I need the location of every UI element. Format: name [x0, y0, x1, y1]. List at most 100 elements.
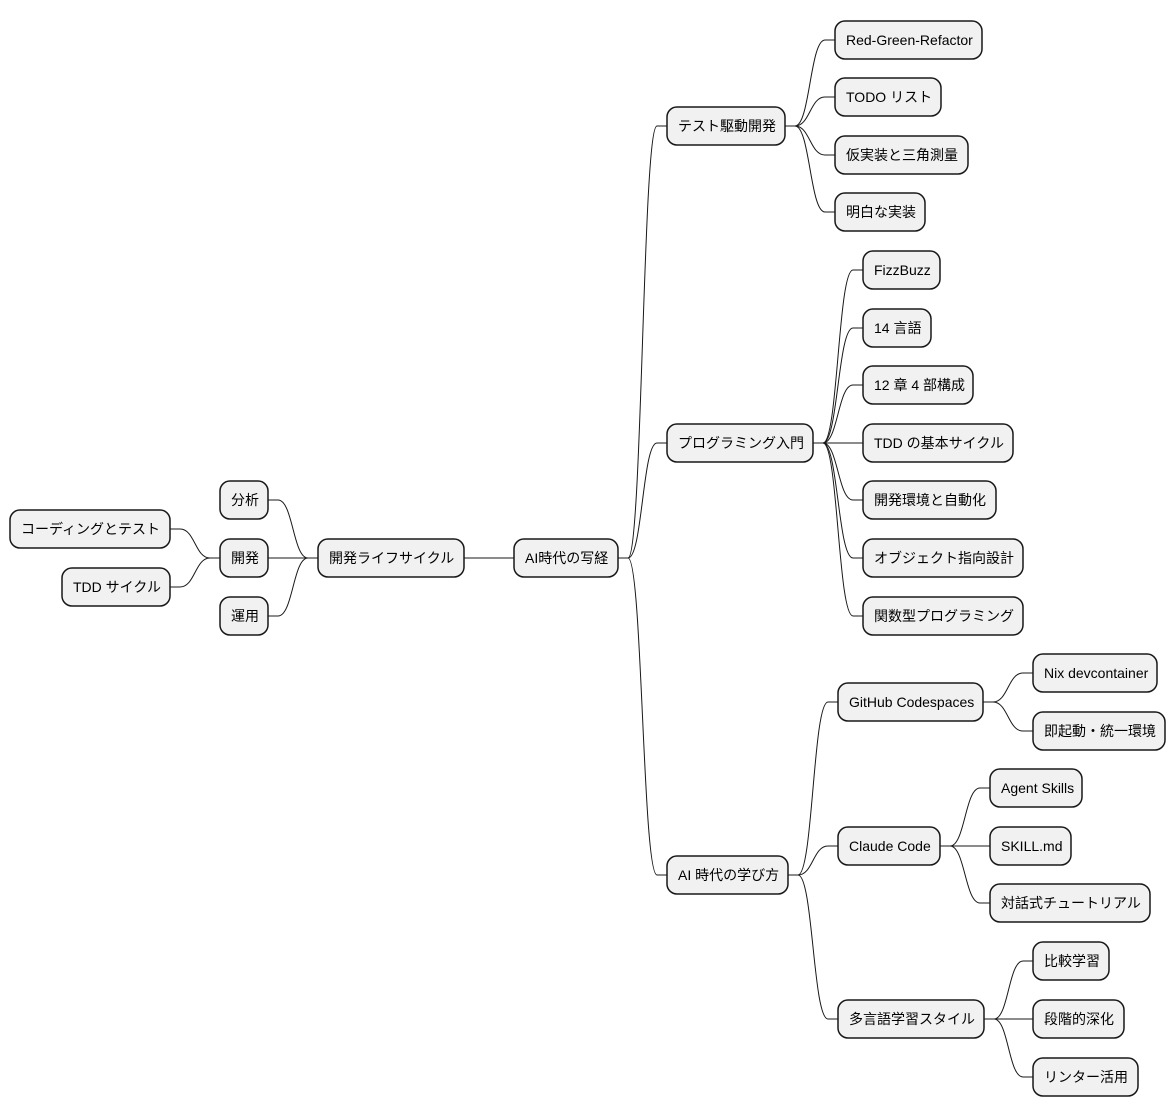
mindmap-node: 開発	[219, 538, 269, 578]
mindmap-edge	[813, 269, 863, 444]
mindmap-node: 多言語学習スタイル	[837, 999, 985, 1039]
node-box	[989, 883, 1151, 923]
mindmap-node: 比較学習	[1032, 941, 1110, 981]
node-box	[1032, 653, 1158, 693]
mindmap-node: リンター活用	[1032, 1057, 1139, 1097]
node-box	[1032, 999, 1125, 1039]
node-box	[862, 423, 1014, 463]
mindmap-edge	[983, 672, 1033, 703]
mindmap-edge	[170, 557, 220, 588]
node-box	[862, 365, 974, 405]
mindmap-node: TODO リスト	[834, 77, 942, 117]
node-box	[862, 538, 1024, 578]
node-box	[834, 192, 926, 232]
node-box	[989, 768, 1083, 808]
node-box	[989, 826, 1072, 866]
mindmap-edge	[170, 528, 220, 559]
node-label: 明白な実装	[846, 204, 916, 220]
node-label: 開発ライフサイクル	[329, 550, 454, 566]
mindmap-edge	[618, 557, 667, 876]
mindmap-edge	[813, 442, 863, 501]
node-label: 運用	[231, 608, 259, 624]
mindmap-node: オブジェクト指向設計	[862, 538, 1024, 578]
node-label: テスト駆動開発	[678, 118, 776, 134]
node-box	[666, 855, 789, 895]
mindmap-node: 明白な実装	[834, 192, 926, 232]
node-box	[219, 596, 269, 636]
mindmap-edge	[785, 125, 835, 213]
node-label: Nix devcontainer	[1044, 665, 1149, 681]
node-label: コーディングとテスト	[21, 521, 160, 537]
mindmap-node: SKILL.md	[989, 826, 1072, 866]
node-label: オブジェクト指向設計	[874, 550, 1014, 566]
mindmap-node: Nix devcontainer	[1032, 653, 1158, 693]
node-label: GitHub Codespaces	[849, 694, 974, 710]
node-label: Claude Code	[849, 838, 931, 854]
node-box	[862, 480, 997, 520]
mindmap-edge	[785, 125, 835, 156]
node-box	[317, 538, 465, 578]
node-box	[219, 538, 269, 578]
mindmap-node: 開発ライフサイクル	[317, 538, 465, 578]
mindmap-edge	[940, 787, 990, 847]
node-label: SKILL.md	[1001, 838, 1062, 854]
mindmap-node: 仮実装と三角測量	[834, 135, 969, 175]
node-label: 対話式チュートリアル	[1001, 895, 1141, 911]
mindmap-edge	[983, 701, 1033, 732]
node-label: 即起動・統一環境	[1044, 723, 1156, 739]
mindmap-node: 分析	[219, 480, 269, 520]
mindmap-edge	[940, 845, 990, 904]
node-label: 関数型プログラミング	[874, 608, 1014, 624]
mindmap-node: GitHub Codespaces	[837, 682, 984, 722]
mindmap-node: 12 章 4 部構成	[862, 365, 974, 405]
node-label: 14 言語	[874, 320, 921, 336]
mindmap-node: TDD の基本サイクル	[862, 423, 1014, 463]
node-label: Agent Skills	[1001, 780, 1074, 796]
node-box	[862, 596, 1024, 636]
mindmap-edge	[788, 874, 838, 1020]
node-label: リンター活用	[1044, 1069, 1128, 1085]
node-label: プログラミング入門	[678, 435, 804, 451]
node-label: AI 時代の学び方	[678, 867, 779, 883]
mindmap-node: 対話式チュートリアル	[989, 883, 1151, 923]
mindmap-node: 即起動・統一環境	[1032, 711, 1166, 751]
mindmap-edge	[788, 701, 838, 876]
node-label: TODO リスト	[846, 89, 932, 105]
node-box	[834, 135, 969, 175]
mindmap-edge	[618, 125, 667, 559]
mindmap-node: 関数型プログラミング	[862, 596, 1024, 636]
node-box	[834, 77, 942, 117]
mindmap-node: Agent Skills	[989, 768, 1083, 808]
mindmap-node: 段階的深化	[1032, 999, 1125, 1039]
mindmap-edge	[618, 442, 667, 559]
mindmap-edge	[813, 442, 863, 617]
node-box	[513, 538, 619, 578]
node-label: 多言語学習スタイル	[849, 1011, 975, 1027]
node-box	[666, 423, 814, 463]
node-box	[1032, 941, 1110, 981]
mindmap-edge	[268, 499, 318, 559]
node-label: 仮実装と三角測量	[846, 147, 958, 163]
mindmap-node: FizzBuzz	[862, 250, 941, 290]
node-label: FizzBuzz	[874, 262, 931, 278]
mindmap-node: コーディングとテスト	[9, 509, 171, 549]
node-label: Red-Green-Refactor	[846, 32, 973, 48]
node-label: AI時代の写経	[525, 550, 608, 566]
mindmap-edge	[813, 384, 863, 444]
mindmap-node: 開発環境と自動化	[862, 480, 997, 520]
mindmap-edge	[788, 845, 838, 876]
mindmap-edges	[170, 39, 1033, 1078]
node-box	[862, 308, 932, 348]
node-label: 開発環境と自動化	[874, 492, 986, 508]
mindmap-node: プログラミング入門	[666, 423, 814, 463]
node-box	[837, 682, 984, 722]
mindmap-node: Claude Code	[837, 826, 941, 866]
mindmap-node: TDD サイクル	[61, 567, 171, 607]
node-label: 12 章 4 部構成	[874, 377, 965, 393]
node-box	[837, 999, 985, 1039]
node-box	[834, 20, 983, 60]
mindmap-node: Red-Green-Refactor	[834, 20, 983, 60]
mindmap-edge	[984, 960, 1033, 1020]
